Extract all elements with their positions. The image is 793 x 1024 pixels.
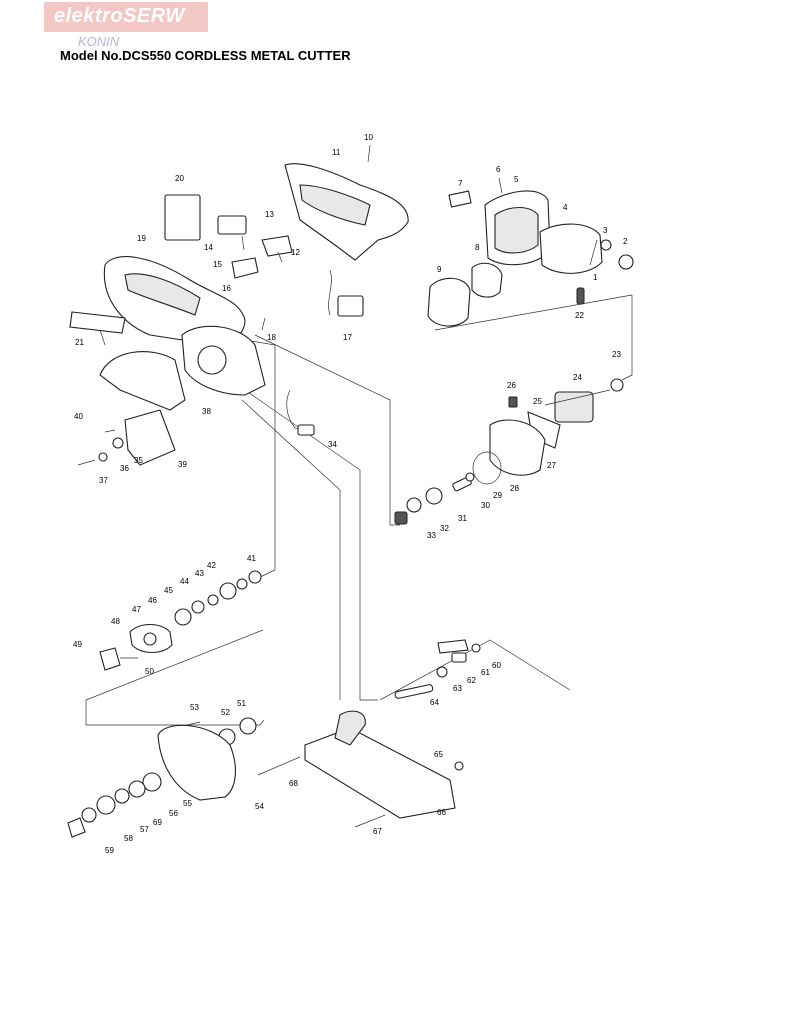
- part-label-46: 46: [148, 596, 157, 605]
- part-label-27: 27: [547, 461, 556, 470]
- part-label-35: 35: [134, 456, 143, 465]
- handle-switch-group: [164, 144, 409, 317]
- armature-gear-group: [394, 378, 624, 525]
- part-label-24: 24: [573, 373, 582, 382]
- part-label-22: 22: [575, 311, 584, 320]
- part-label-3: 3: [603, 226, 608, 235]
- motor-housing-group: [427, 177, 634, 327]
- part-label-43: 43: [195, 569, 204, 578]
- part-label-15: 15: [213, 260, 222, 269]
- part-label-13: 13: [265, 210, 274, 219]
- part-label-68: 68: [289, 779, 298, 788]
- part-label-54: 54: [255, 802, 264, 811]
- part-label-51: 51: [237, 699, 246, 708]
- logo-text: elektroSERW: [54, 5, 185, 27]
- logo-subtext: KONIN: [78, 34, 120, 49]
- part-label-45: 45: [164, 586, 173, 595]
- part-label-66: 66: [437, 808, 446, 817]
- part-label-52: 52: [221, 708, 230, 717]
- part-number-labels: 1 2 3 4 5 6 7 8 9 10 11 12 13 14 15 16 1…: [73, 133, 628, 855]
- part-label-14: 14: [204, 243, 213, 252]
- part-label-49: 49: [73, 640, 82, 649]
- part-label-58: 58: [124, 834, 133, 843]
- part-label-41: 41: [247, 554, 256, 563]
- part-label-5: 5: [514, 175, 519, 184]
- part-label-2: 2: [623, 237, 628, 246]
- logo-background: [44, 2, 208, 32]
- part-label-39: 39: [178, 460, 187, 469]
- part-label-4: 4: [563, 203, 568, 212]
- part-label-44: 44: [180, 577, 189, 586]
- part-label-36: 36: [120, 464, 129, 473]
- part-label-37: 37: [99, 476, 108, 485]
- housing-guard-group: [69, 256, 315, 466]
- part-label-17: 17: [343, 333, 352, 342]
- part-label-33: 33: [427, 531, 436, 540]
- part-label-55: 55: [183, 799, 192, 808]
- part-label-40: 40: [74, 412, 83, 421]
- part-label-20: 20: [175, 174, 184, 183]
- blade-guard-group: [67, 717, 257, 838]
- part-label-7: 7: [458, 179, 463, 188]
- part-label-48: 48: [111, 617, 120, 626]
- part-label-61: 61: [481, 668, 490, 677]
- part-label-57: 57: [140, 825, 149, 834]
- part-label-30: 30: [481, 501, 490, 510]
- part-label-19: 19: [137, 234, 146, 243]
- part-label-31: 31: [458, 514, 467, 523]
- part-label-23: 23: [612, 350, 621, 359]
- part-label-32: 32: [440, 524, 449, 533]
- part-label-12: 12: [291, 248, 300, 257]
- part-label-11: 11: [332, 148, 341, 157]
- part-label-18: 18: [267, 333, 276, 342]
- part-label-38: 38: [202, 407, 211, 416]
- part-label-16: 16: [222, 284, 231, 293]
- part-label-42: 42: [207, 561, 216, 570]
- leader-lines: [85, 294, 633, 726]
- part-label-8: 8: [475, 243, 480, 252]
- spindle-parts-group: [99, 570, 262, 671]
- part-label-60: 60: [492, 661, 501, 670]
- part-label-69: 69: [153, 818, 162, 827]
- part-label-34: 34: [328, 440, 337, 449]
- part-label-65: 65: [434, 750, 443, 759]
- part-label-47: 47: [132, 605, 141, 614]
- part-label-1: 1: [593, 273, 598, 282]
- part-label-59: 59: [105, 846, 114, 855]
- part-label-21: 21: [75, 338, 84, 347]
- part-label-6: 6: [496, 165, 501, 174]
- part-label-26: 26: [507, 381, 516, 390]
- part-label-9: 9: [437, 265, 442, 274]
- part-label-53: 53: [190, 703, 199, 712]
- part-label-25: 25: [533, 397, 542, 406]
- part-label-28: 28: [510, 484, 519, 493]
- part-label-67: 67: [373, 827, 382, 836]
- base-plate-group: [257, 639, 481, 828]
- part-label-56: 56: [169, 809, 178, 818]
- part-label-63: 63: [453, 684, 462, 693]
- part-label-10: 10: [364, 133, 373, 142]
- page-title: Model No.DCS550 CORDLESS METAL CUTTER: [60, 48, 351, 63]
- part-label-62: 62: [467, 676, 476, 685]
- part-label-29: 29: [493, 491, 502, 500]
- part-label-64: 64: [430, 698, 439, 707]
- part-label-50: 50: [145, 667, 154, 676]
